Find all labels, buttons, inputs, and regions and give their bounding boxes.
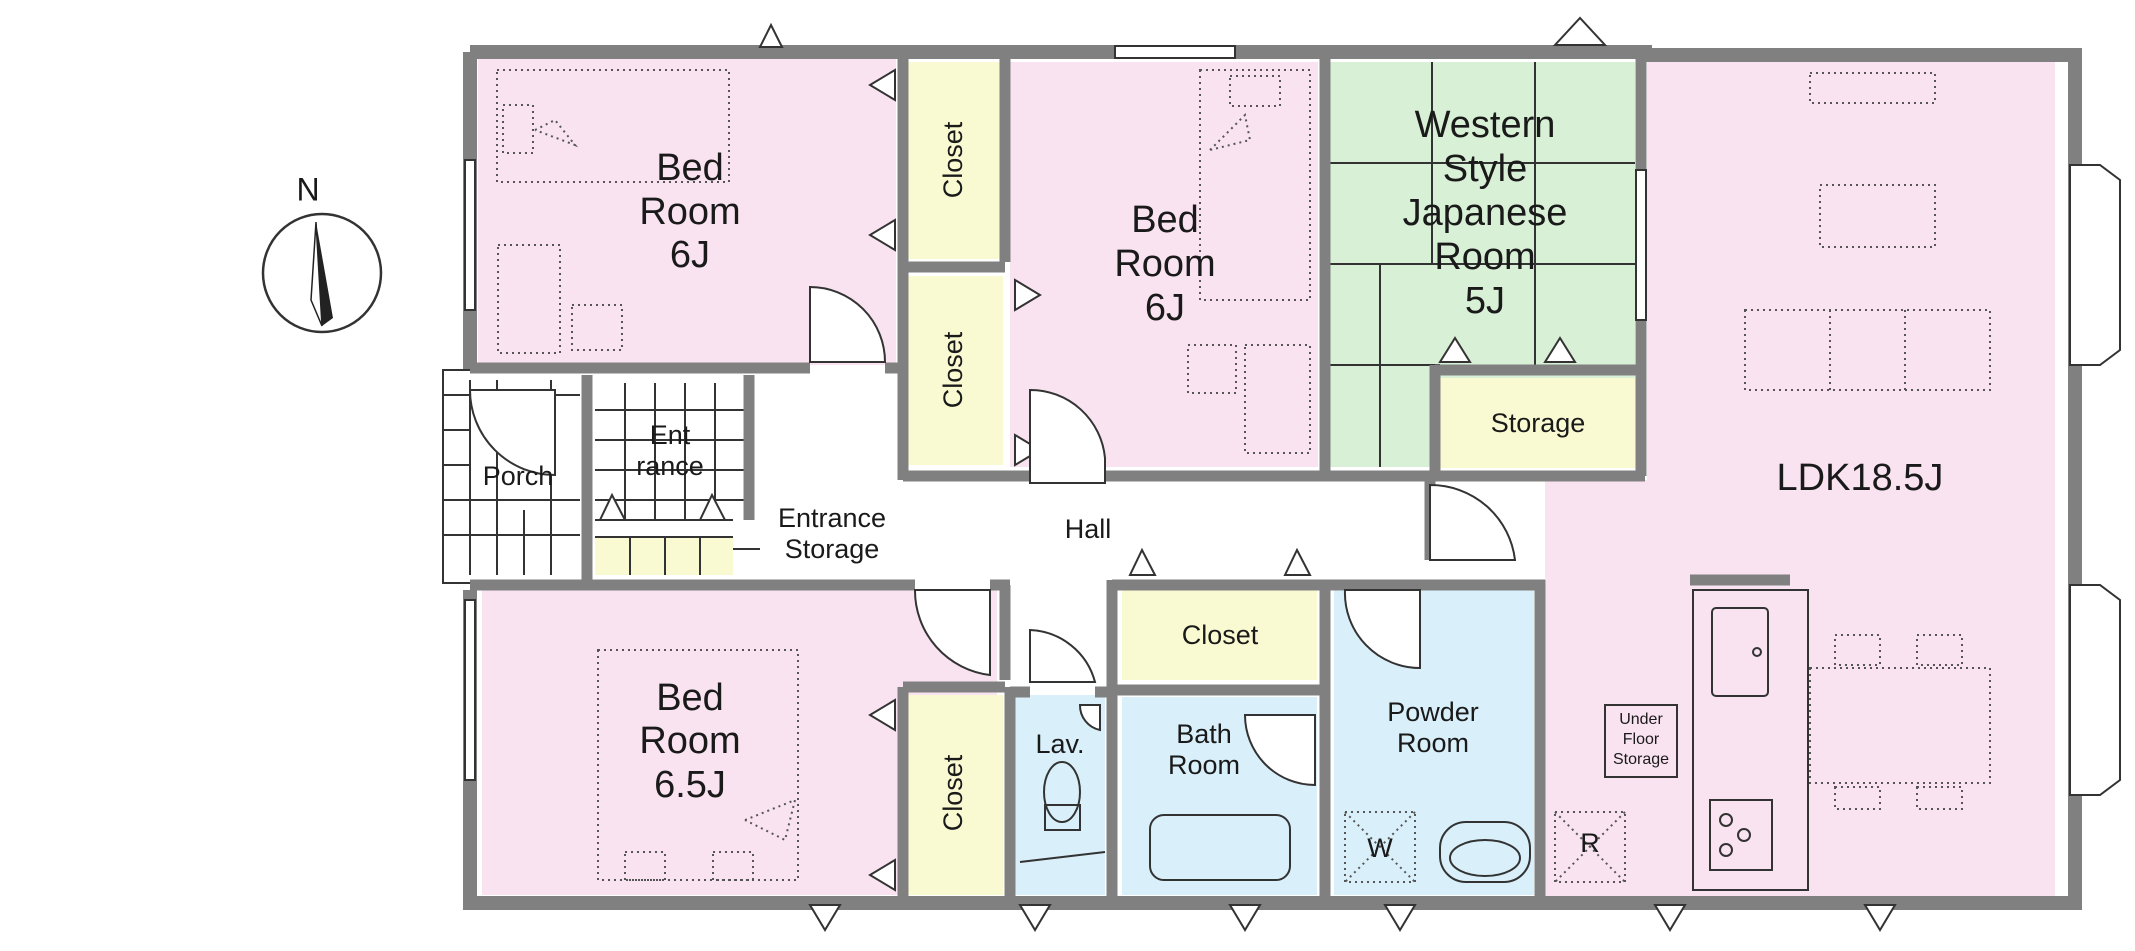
vent-marks (758, 16, 1897, 932)
powder-label-2: Room (1397, 728, 1469, 758)
bedroom-nw-label-2: Room (639, 191, 740, 233)
entrance-storage-label-1: Entrance (778, 503, 886, 533)
entrance-tiles (595, 383, 744, 520)
western-room-label-1: Western (1415, 104, 1556, 146)
porch-label: Porch (483, 461, 554, 491)
tatami-grid (1330, 62, 1635, 467)
washer-mark: W (1367, 833, 1393, 863)
n-closet-floor (907, 276, 1003, 465)
entrance-label-2: rance (636, 451, 704, 481)
closet-door-marks (598, 68, 1577, 892)
bedroom-sw-label-1: Bed (656, 677, 724, 719)
under-floor-label-1: Under (1619, 711, 1663, 728)
lav-label: Lav. (1035, 729, 1084, 759)
powder-label-1: Powder (1387, 697, 1479, 727)
nw-closet-floor (907, 62, 1003, 259)
sw-closet-floor (907, 695, 1003, 895)
sw-closet-label: Closet (938, 754, 968, 831)
bedroom-n-label-2: Room (1114, 243, 1215, 285)
bedroom-nw-label-3: 6J (670, 234, 710, 276)
bath-label-2: Room (1168, 750, 1240, 780)
bedroom-sw-label-2: Room (639, 720, 740, 762)
north-arrow-icon (316, 222, 333, 326)
western-room-label-3: Japanese (1403, 192, 1568, 234)
western-room-label-5: 5J (1465, 280, 1505, 322)
compass-label: N (296, 171, 319, 207)
windows (464, 45, 2121, 796)
furniture (496, 69, 1991, 891)
western-room-label-4: Room (1434, 236, 1535, 278)
north-arrow-outline (310, 221, 323, 327)
hall-closet-label: Closet (1182, 620, 1259, 650)
nw-closet-label: Closet (938, 121, 968, 198)
fridge-mark: R (1580, 828, 1600, 858)
ldk-floor (1647, 62, 2055, 896)
entrance-floor (592, 380, 744, 520)
door-swings (468, 285, 1517, 787)
western-room-label-2: Style (1443, 148, 1527, 190)
bedroom-sw-label-3: 6.5J (654, 764, 726, 806)
ldk-label: LDK18.5J (1777, 457, 1944, 499)
bedroom-n-label-1: Bed (1131, 199, 1199, 241)
storage-floor (1440, 378, 1636, 468)
entrance-storage-label-2: Storage (785, 534, 880, 564)
hall-closet-floor (1122, 590, 1317, 680)
n-closet-label: Closet (938, 331, 968, 408)
bedroom-nw-label-1: Bed (656, 147, 724, 189)
hall-label: Hall (1065, 514, 1112, 544)
storage-label: Storage (1491, 408, 1586, 438)
bath-label-1: Bath (1176, 719, 1232, 749)
compass: N (261, 171, 383, 334)
under-floor-label-3: Storage (1613, 751, 1669, 768)
walls (442, 45, 2082, 910)
room-labels: Bed Room 6J Bed Room 6J Bed Room 6.5J We… (483, 104, 1944, 863)
ldk-floor-ext (1545, 480, 1655, 896)
under-floor-label-2: Floor (1623, 731, 1660, 748)
closet-labels: Closet Closet Closet (938, 121, 968, 831)
entrance-label-1: Ent (650, 420, 691, 450)
bedroom-n-label-3: 6J (1145, 287, 1185, 329)
